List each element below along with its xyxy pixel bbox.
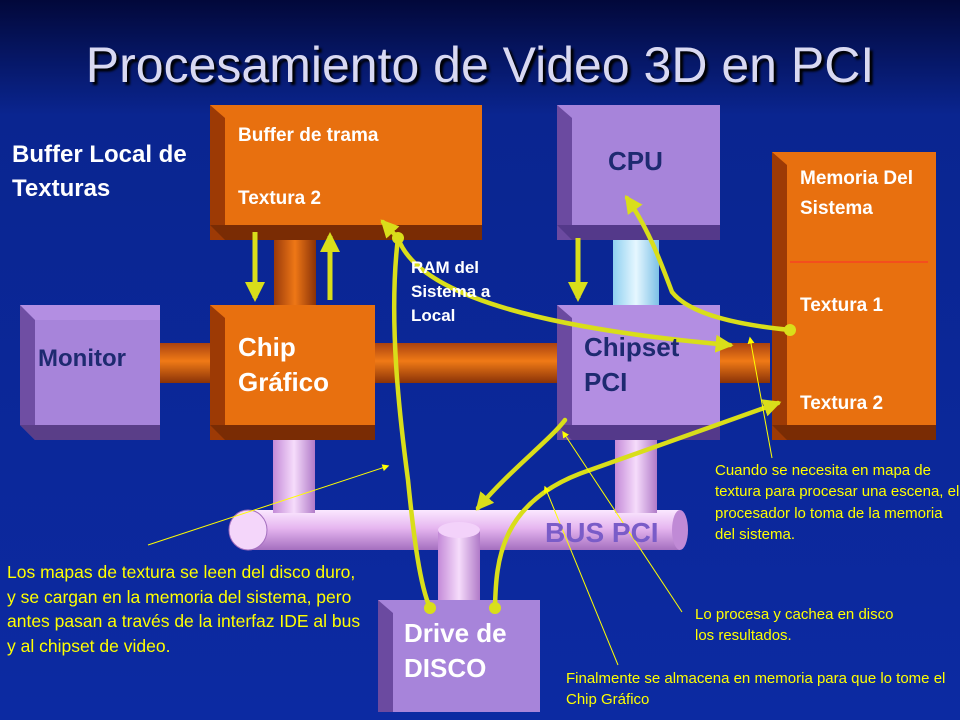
frame-buffer-box: [210, 105, 482, 240]
data-arrows: [245, 232, 588, 302]
disk-to-bus-pipe-cap: [438, 522, 480, 538]
ram-to-local-label: RAM del Sistema a Local: [411, 258, 491, 325]
graphics-chip-box: [210, 305, 375, 440]
flow-junction-dots: [392, 232, 796, 614]
buffer-local-label: Buffer Local de Texturas: [12, 141, 187, 202]
monitor-box: [20, 305, 160, 440]
disk-to-bus-pipe: [438, 530, 480, 610]
disk-to-buffer-path: [391, 235, 433, 611]
page-title: Procesamiento de Video 3D en PCI: [85, 37, 875, 93]
chipset-to-bus-arrow: [475, 417, 568, 511]
ram-to-local-arrow: [395, 235, 734, 353]
pci-bus-label: BUS PCI: [545, 517, 659, 548]
pointer-textures-read: [147, 464, 390, 546]
cpu-label: CPU: [608, 146, 663, 176]
texture2-label: Textura 2: [800, 393, 884, 414]
pointer-when-needed: [747, 336, 773, 459]
disk-drive-box: [378, 600, 540, 712]
pointer-process-cache: [562, 430, 683, 613]
disk-drive-label: Drive de DISCO: [404, 618, 507, 684]
memory-to-cpu-arrow: [624, 195, 793, 333]
monitor-label: Monitor: [38, 345, 126, 372]
disk-to-memory-arrow: [492, 399, 782, 611]
note-finally-store: Finalmente se almacena en memoria para q…: [566, 670, 946, 709]
cpu-box: [557, 105, 720, 240]
system-memory-label: Memoria Del Sistema: [800, 168, 913, 220]
note-textures-read: Los mapas de textura se leen del disco d…: [7, 562, 361, 656]
note-pointers: [147, 336, 773, 666]
chipset-label: Chipset PCI: [584, 332, 680, 398]
texture1-label: Textura 1: [800, 295, 884, 316]
pointer-finally-store: [543, 485, 619, 666]
note-process-cache: Lo procesa y cachea en disco los resulta…: [695, 606, 894, 645]
graphics-chip-label: Chip Gráfico: [238, 332, 330, 398]
note-when-needed: Cuando se necesita en mapa de textura pa…: [715, 462, 960, 543]
frame-buffer-texture-label: Textura 2: [238, 188, 322, 209]
frame-buffer-label: Buffer de trama: [238, 125, 379, 146]
system-memory-box: [772, 152, 936, 440]
